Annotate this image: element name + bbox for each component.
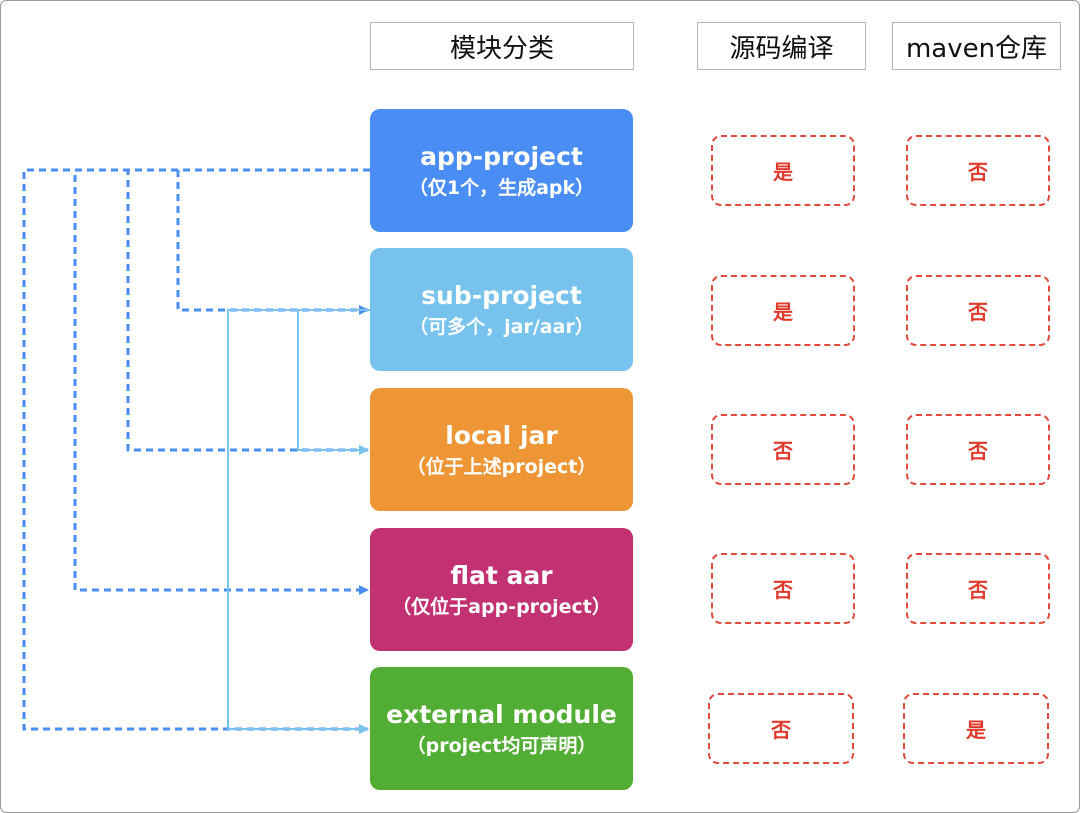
- module-external-module: external module （project均可声明）: [370, 667, 633, 790]
- source-compile-cell: 否: [711, 414, 855, 485]
- header-module-category-label: 模块分类: [449, 33, 554, 64]
- maven-repo-value: 否: [968, 300, 988, 324]
- sub-to-localjar-line: [297, 309, 370, 455]
- module-description: （project均可声明）: [406, 734, 597, 757]
- source-compile-cell: 否: [708, 693, 854, 764]
- source-compile-value: 是: [773, 300, 793, 324]
- module-name: local jar: [445, 420, 558, 450]
- maven-repo-cell: 否: [906, 275, 1050, 346]
- header-module-category: 模块分类: [370, 22, 634, 70]
- maven-repo-value: 否: [968, 160, 988, 184]
- maven-repo-cell: 否: [906, 135, 1050, 206]
- header-maven-repo: maven仓库: [892, 22, 1061, 70]
- module-name: external module: [386, 699, 617, 729]
- source-compile-value: 否: [773, 439, 793, 463]
- source-compile-value: 否: [771, 718, 791, 742]
- source-compile-value: 是: [773, 160, 793, 184]
- module-name: sub-project: [421, 280, 582, 310]
- maven-repo-value: 是: [966, 718, 986, 742]
- module-flat-aar: flat aar （仅位于app-project）: [370, 528, 633, 651]
- source-compile-cell: 是: [711, 135, 855, 206]
- module-name: flat aar: [450, 560, 553, 590]
- maven-repo-cell: 是: [903, 693, 1049, 764]
- app-to-external-line: [22, 168, 370, 734]
- module-local-jar: local jar （位于上述project）: [370, 388, 633, 511]
- header-source-compile: 源码编译: [697, 22, 866, 70]
- module-app-project: app-project （仅1个，生成apk）: [370, 109, 633, 232]
- app-to-sub-line: [176, 168, 370, 315]
- sub-project-dependency-lines: [227, 309, 370, 734]
- module-description: （位于上述project）: [406, 455, 597, 478]
- module-name: app-project: [420, 141, 583, 171]
- source-compile-value: 否: [773, 578, 793, 602]
- sub-to-external-line: [227, 309, 370, 734]
- app-to-flataar-line: [73, 168, 370, 595]
- maven-repo-cell: 否: [906, 414, 1050, 485]
- maven-repo-value: 否: [968, 578, 988, 602]
- header-source-compile-label: 源码编译: [729, 33, 834, 64]
- maven-repo-cell: 否: [906, 553, 1050, 624]
- source-compile-cell: 是: [711, 275, 855, 346]
- header-maven-repo-label: maven仓库: [905, 33, 1048, 64]
- module-description: （仅1个，生成apk）: [408, 176, 595, 199]
- source-compile-cell: 否: [711, 553, 855, 624]
- module-description: （可多个，jar/aar）: [409, 315, 594, 338]
- module-description: （仅位于app-project）: [392, 595, 611, 618]
- module-sub-project: sub-project （可多个，jar/aar）: [370, 248, 633, 371]
- maven-repo-value: 否: [968, 439, 988, 463]
